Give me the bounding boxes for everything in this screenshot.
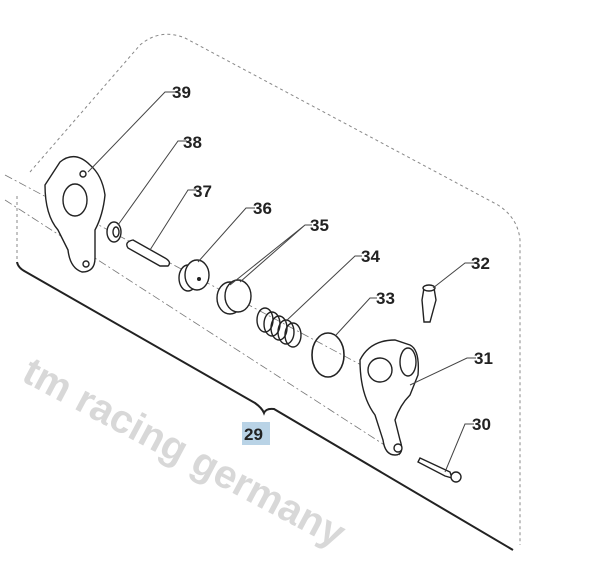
part-label-34[interactable]: 34: [361, 247, 380, 266]
watermark: tm racing germany: [16, 349, 353, 556]
part-label-33[interactable]: 33: [376, 289, 395, 308]
part-38-seal[interactable]: [106, 221, 122, 243]
part-label-39[interactable]: 39: [172, 83, 191, 102]
part-label-37[interactable]: 37: [193, 182, 212, 201]
part-label-35[interactable]: 35: [310, 216, 329, 235]
part-32-bleed-screw[interactable]: [421, 284, 437, 323]
part-37-pin[interactable]: [126, 239, 171, 267]
axis-line-lower: [4, 199, 401, 456]
part-label-36[interactable]: 36: [253, 199, 272, 218]
part-30-bolt[interactable]: [417, 457, 462, 483]
assembly-bracket: [16, 261, 514, 551]
part-label-31[interactable]: 31: [474, 349, 493, 368]
assembly-label-29[interactable]: 29: [244, 425, 263, 444]
part-31-cylinder-body[interactable]: [359, 339, 420, 456]
part-33-o-ring[interactable]: [311, 332, 345, 378]
assembly-label-highlight: [242, 422, 270, 445]
part-34-spring[interactable]: [256, 307, 302, 348]
part-35-rings[interactable]: [216, 279, 252, 315]
part-39-cover[interactable]: [44, 156, 106, 273]
part-label-32[interactable]: 32: [471, 254, 490, 273]
part-label-38[interactable]: 38: [183, 133, 202, 152]
part-36-piston[interactable]: [178, 259, 210, 292]
part-label-30[interactable]: 30: [472, 415, 491, 434]
leader-lines: [87, 91, 476, 473]
